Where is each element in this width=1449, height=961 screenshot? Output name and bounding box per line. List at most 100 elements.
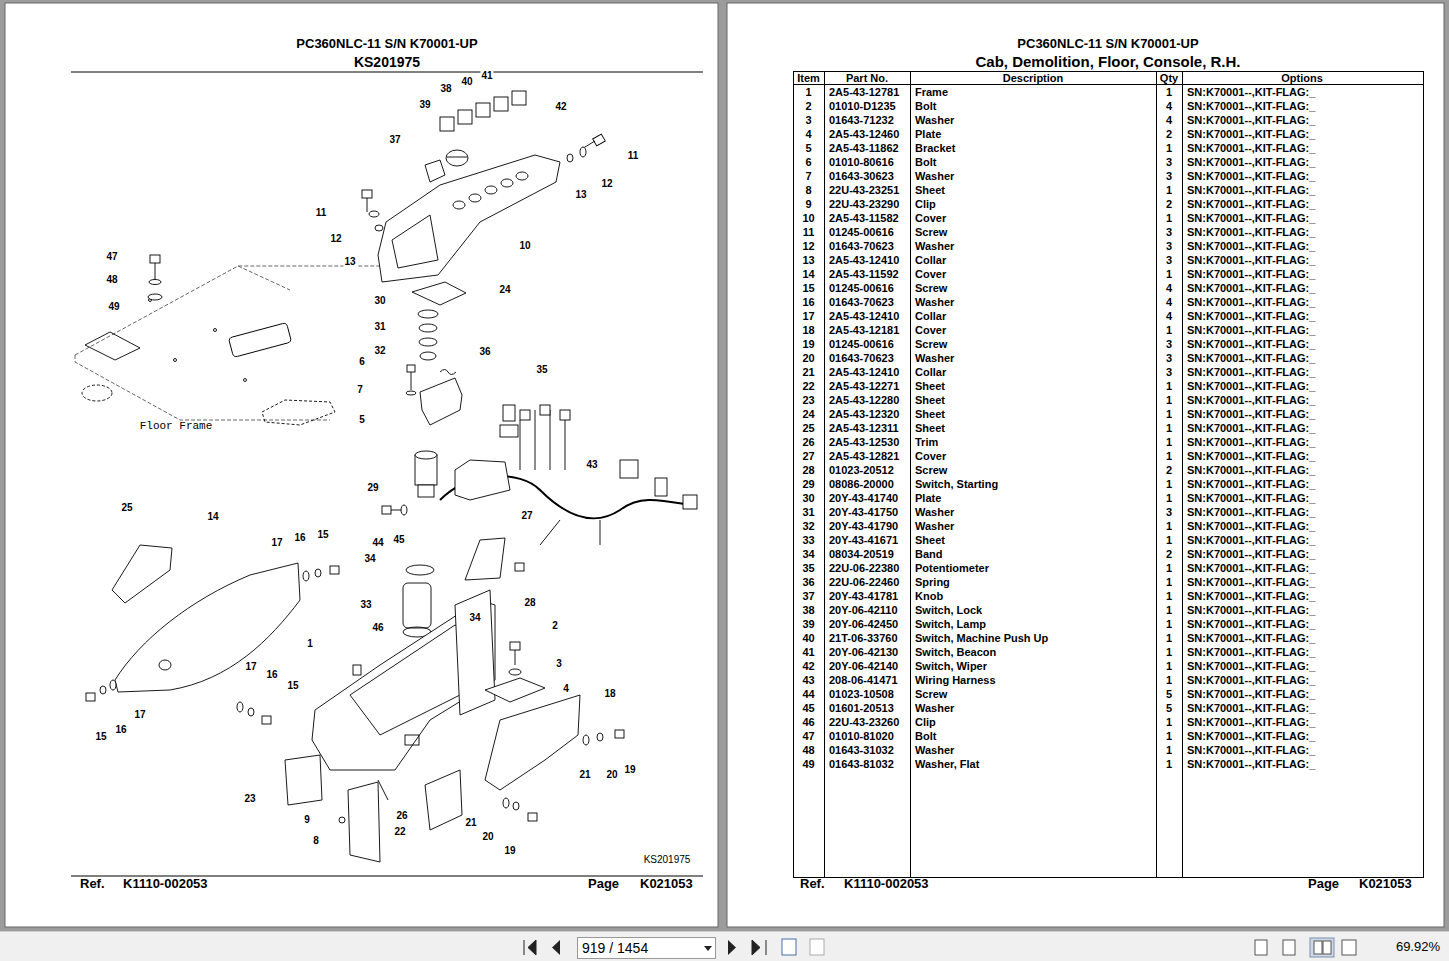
quantity: 1 [1166, 632, 1172, 645]
item-number: 25 [802, 422, 814, 435]
options: SN:K70001--,KIT-FLAG:_ [1187, 100, 1315, 113]
callout-number: 6 [358, 356, 366, 368]
item-number: 46 [802, 716, 814, 729]
part-description: Switch, Lock [915, 604, 982, 617]
quantity: 2 [1166, 198, 1172, 211]
options: SN:K70001--,KIT-FLAG:_ [1187, 716, 1315, 729]
item-number: 30 [802, 492, 814, 505]
quantity: 3 [1166, 226, 1172, 239]
quantity: 1 [1166, 562, 1172, 575]
item-number: 4 [805, 128, 811, 141]
item-number: 1 [805, 86, 811, 99]
options: SN:K70001--,KIT-FLAG:_ [1187, 198, 1315, 211]
part-description: Plate [915, 128, 941, 141]
part-number: 20Y-43-41790 [829, 520, 898, 533]
footer-text: Ref. [80, 877, 105, 892]
quantity: 1 [1166, 142, 1172, 155]
options: SN:K70001--,KIT-FLAG:_ [1187, 394, 1315, 407]
options: SN:K70001--,KIT-FLAG:_ [1187, 590, 1315, 603]
part-number: 01643-30623 [829, 170, 894, 183]
options: SN:K70001--,KIT-FLAG:_ [1187, 702, 1315, 715]
options: SN:K70001--,KIT-FLAG:_ [1187, 534, 1315, 547]
part-description: Collar [915, 366, 946, 379]
part-description: Washer [915, 352, 954, 365]
quantity: 2 [1166, 464, 1172, 477]
item-number: 12 [802, 240, 814, 253]
item-number: 40 [802, 632, 814, 645]
item-number: 14 [802, 268, 814, 281]
quantity: 2 [1166, 548, 1172, 561]
part-number: 20Y-06-42450 [829, 618, 898, 631]
callout-number: 26 [395, 810, 408, 822]
part-description: Washer [915, 702, 954, 715]
callout-number: 40 [460, 76, 473, 88]
item-number: 39 [802, 618, 814, 631]
callout-number: 13 [574, 189, 587, 201]
quantity: 1 [1166, 324, 1172, 337]
options: SN:K70001--,KIT-FLAG:_ [1187, 156, 1315, 169]
part-description: Cover [915, 268, 946, 281]
callout-number: 21 [464, 817, 477, 829]
table-header: Description [1003, 72, 1064, 85]
part-description: Switch, Beacon [915, 646, 996, 659]
part-number: 22U-43-23260 [829, 716, 899, 729]
part-description: Bracket [915, 142, 955, 155]
part-number: 2A5-43-12271 [829, 380, 899, 393]
quantity: 1 [1166, 534, 1172, 547]
quantity: 5 [1166, 688, 1172, 701]
callout-number: 42 [554, 101, 567, 113]
part-description: Screw [915, 688, 947, 701]
part-number: 01023-20512 [829, 464, 894, 477]
callout-number: 17 [133, 709, 146, 721]
quantity: 1 [1166, 380, 1172, 393]
part-number: 01643-81032 [829, 758, 894, 771]
item-number: 42 [802, 660, 814, 673]
part-description: Bolt [915, 730, 936, 743]
options: SN:K70001--,KIT-FLAG:_ [1187, 646, 1315, 659]
options: SN:K70001--,KIT-FLAG:_ [1187, 660, 1315, 673]
callout-number: 48 [105, 274, 118, 286]
drawing-code: KS201975 [644, 854, 691, 866]
part-description: Switch, Starting [915, 478, 998, 491]
part-number: 2A5-43-12181 [829, 324, 899, 337]
options: SN:K70001--,KIT-FLAG:_ [1187, 212, 1315, 225]
page-header: PC360NLC-11 S/N K70001-UP [296, 37, 477, 52]
quantity: 1 [1166, 184, 1172, 197]
item-number: 43 [802, 674, 814, 687]
options: SN:K70001--,KIT-FLAG:_ [1187, 240, 1315, 253]
quantity: 1 [1166, 450, 1172, 463]
options: SN:K70001--,KIT-FLAG:_ [1187, 366, 1315, 379]
part-number: 20Y-06-42110 [829, 604, 898, 617]
part-description: Wiring Harness [915, 674, 996, 687]
callout-number: 37 [388, 134, 401, 146]
part-description: Spring [915, 576, 950, 589]
quantity: 1 [1166, 758, 1172, 771]
part-label: Floor Frame [140, 420, 213, 433]
callout-number: 34 [468, 612, 481, 624]
part-description: Plate [915, 492, 941, 505]
item-number: 23 [802, 394, 814, 407]
callout-number: 35 [535, 364, 548, 376]
part-number: 2A5-43-12530 [829, 436, 899, 449]
callout-number: 5 [358, 414, 366, 426]
item-number: 32 [802, 520, 814, 533]
item-number: 5 [805, 142, 811, 155]
callout-number: 16 [265, 669, 278, 681]
options: SN:K70001--,KIT-FLAG:_ [1187, 478, 1315, 491]
callout-number: 34 [363, 553, 376, 565]
item-number: 47 [802, 730, 814, 743]
item-number: 20 [802, 352, 814, 365]
part-number: 22U-06-22460 [829, 576, 899, 589]
item-number: 13 [802, 254, 814, 267]
drawing-number: KS201975 [354, 54, 420, 70]
quantity: 1 [1166, 590, 1172, 603]
callout-number: 20 [481, 831, 494, 843]
callout-number: 32 [373, 345, 386, 357]
part-description: Cover [915, 450, 946, 463]
page-indicator: 919 / 1454 [582, 940, 648, 956]
part-number: 01245-00616 [829, 338, 894, 351]
part-description: Washer [915, 506, 954, 519]
item-number: 22 [802, 380, 814, 393]
quantity: 1 [1166, 394, 1172, 407]
callout-number: 28 [523, 597, 536, 609]
